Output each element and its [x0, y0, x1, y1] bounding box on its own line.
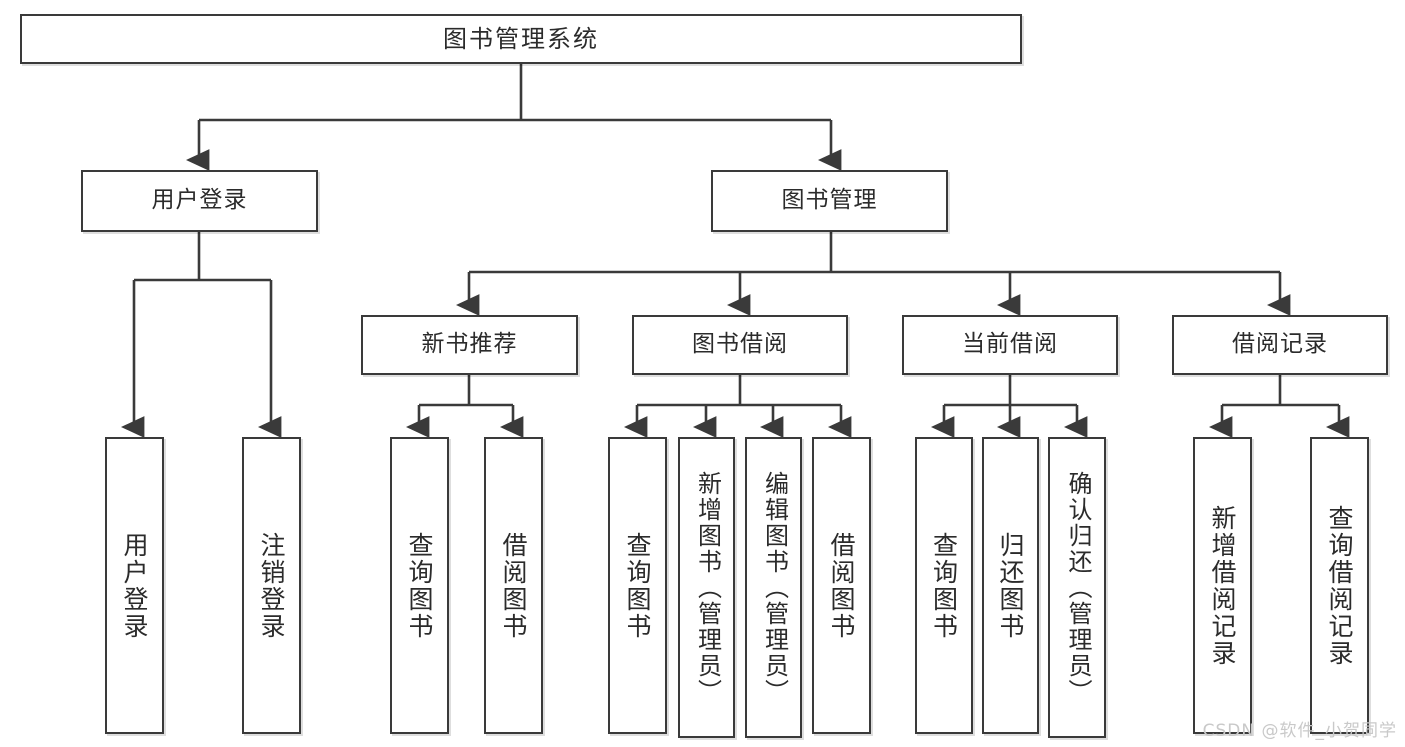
node-new-book-recommend[interactable]: 新书推荐: [361, 315, 578, 375]
leaf-return-book[interactable]: 归还图书: [982, 437, 1039, 734]
node-root[interactable]: 图书管理系统: [20, 14, 1022, 64]
leaf-edit-book-admin[interactable]: 编辑图书（管理员）: [745, 437, 802, 738]
node-borrow-records[interactable]: 借阅记录: [1172, 315, 1388, 375]
node-book-borrow[interactable]: 图书借阅: [632, 315, 848, 375]
leaf-logout[interactable]: 注销登录: [242, 437, 301, 734]
leaf-query-book-recommend[interactable]: 查询图书: [390, 437, 449, 734]
leaf-query-borrow-record[interactable]: 查询借阅记录: [1310, 437, 1369, 734]
node-book-management[interactable]: 图书管理: [711, 170, 948, 232]
leaf-borrow-book[interactable]: 借阅图书: [812, 437, 871, 734]
leaf-query-book-borrow[interactable]: 查询图书: [608, 437, 667, 734]
node-user-login[interactable]: 用户登录: [81, 170, 318, 232]
leaf-add-book-admin[interactable]: 新增图书（管理员）: [678, 437, 735, 738]
node-current-borrow[interactable]: 当前借阅: [902, 315, 1118, 375]
watermark-text: CSDN @软件_小贺同学: [1202, 721, 1397, 741]
leaf-query-book-current[interactable]: 查询图书: [915, 437, 973, 734]
leaf-borrow-book-recommend[interactable]: 借阅图书: [484, 437, 543, 734]
leaf-add-borrow-record[interactable]: 新增借阅记录: [1193, 437, 1252, 734]
leaf-confirm-return-admin[interactable]: 确认归还（管理员）: [1048, 437, 1106, 738]
leaf-user-login[interactable]: 用户登录: [105, 437, 164, 734]
